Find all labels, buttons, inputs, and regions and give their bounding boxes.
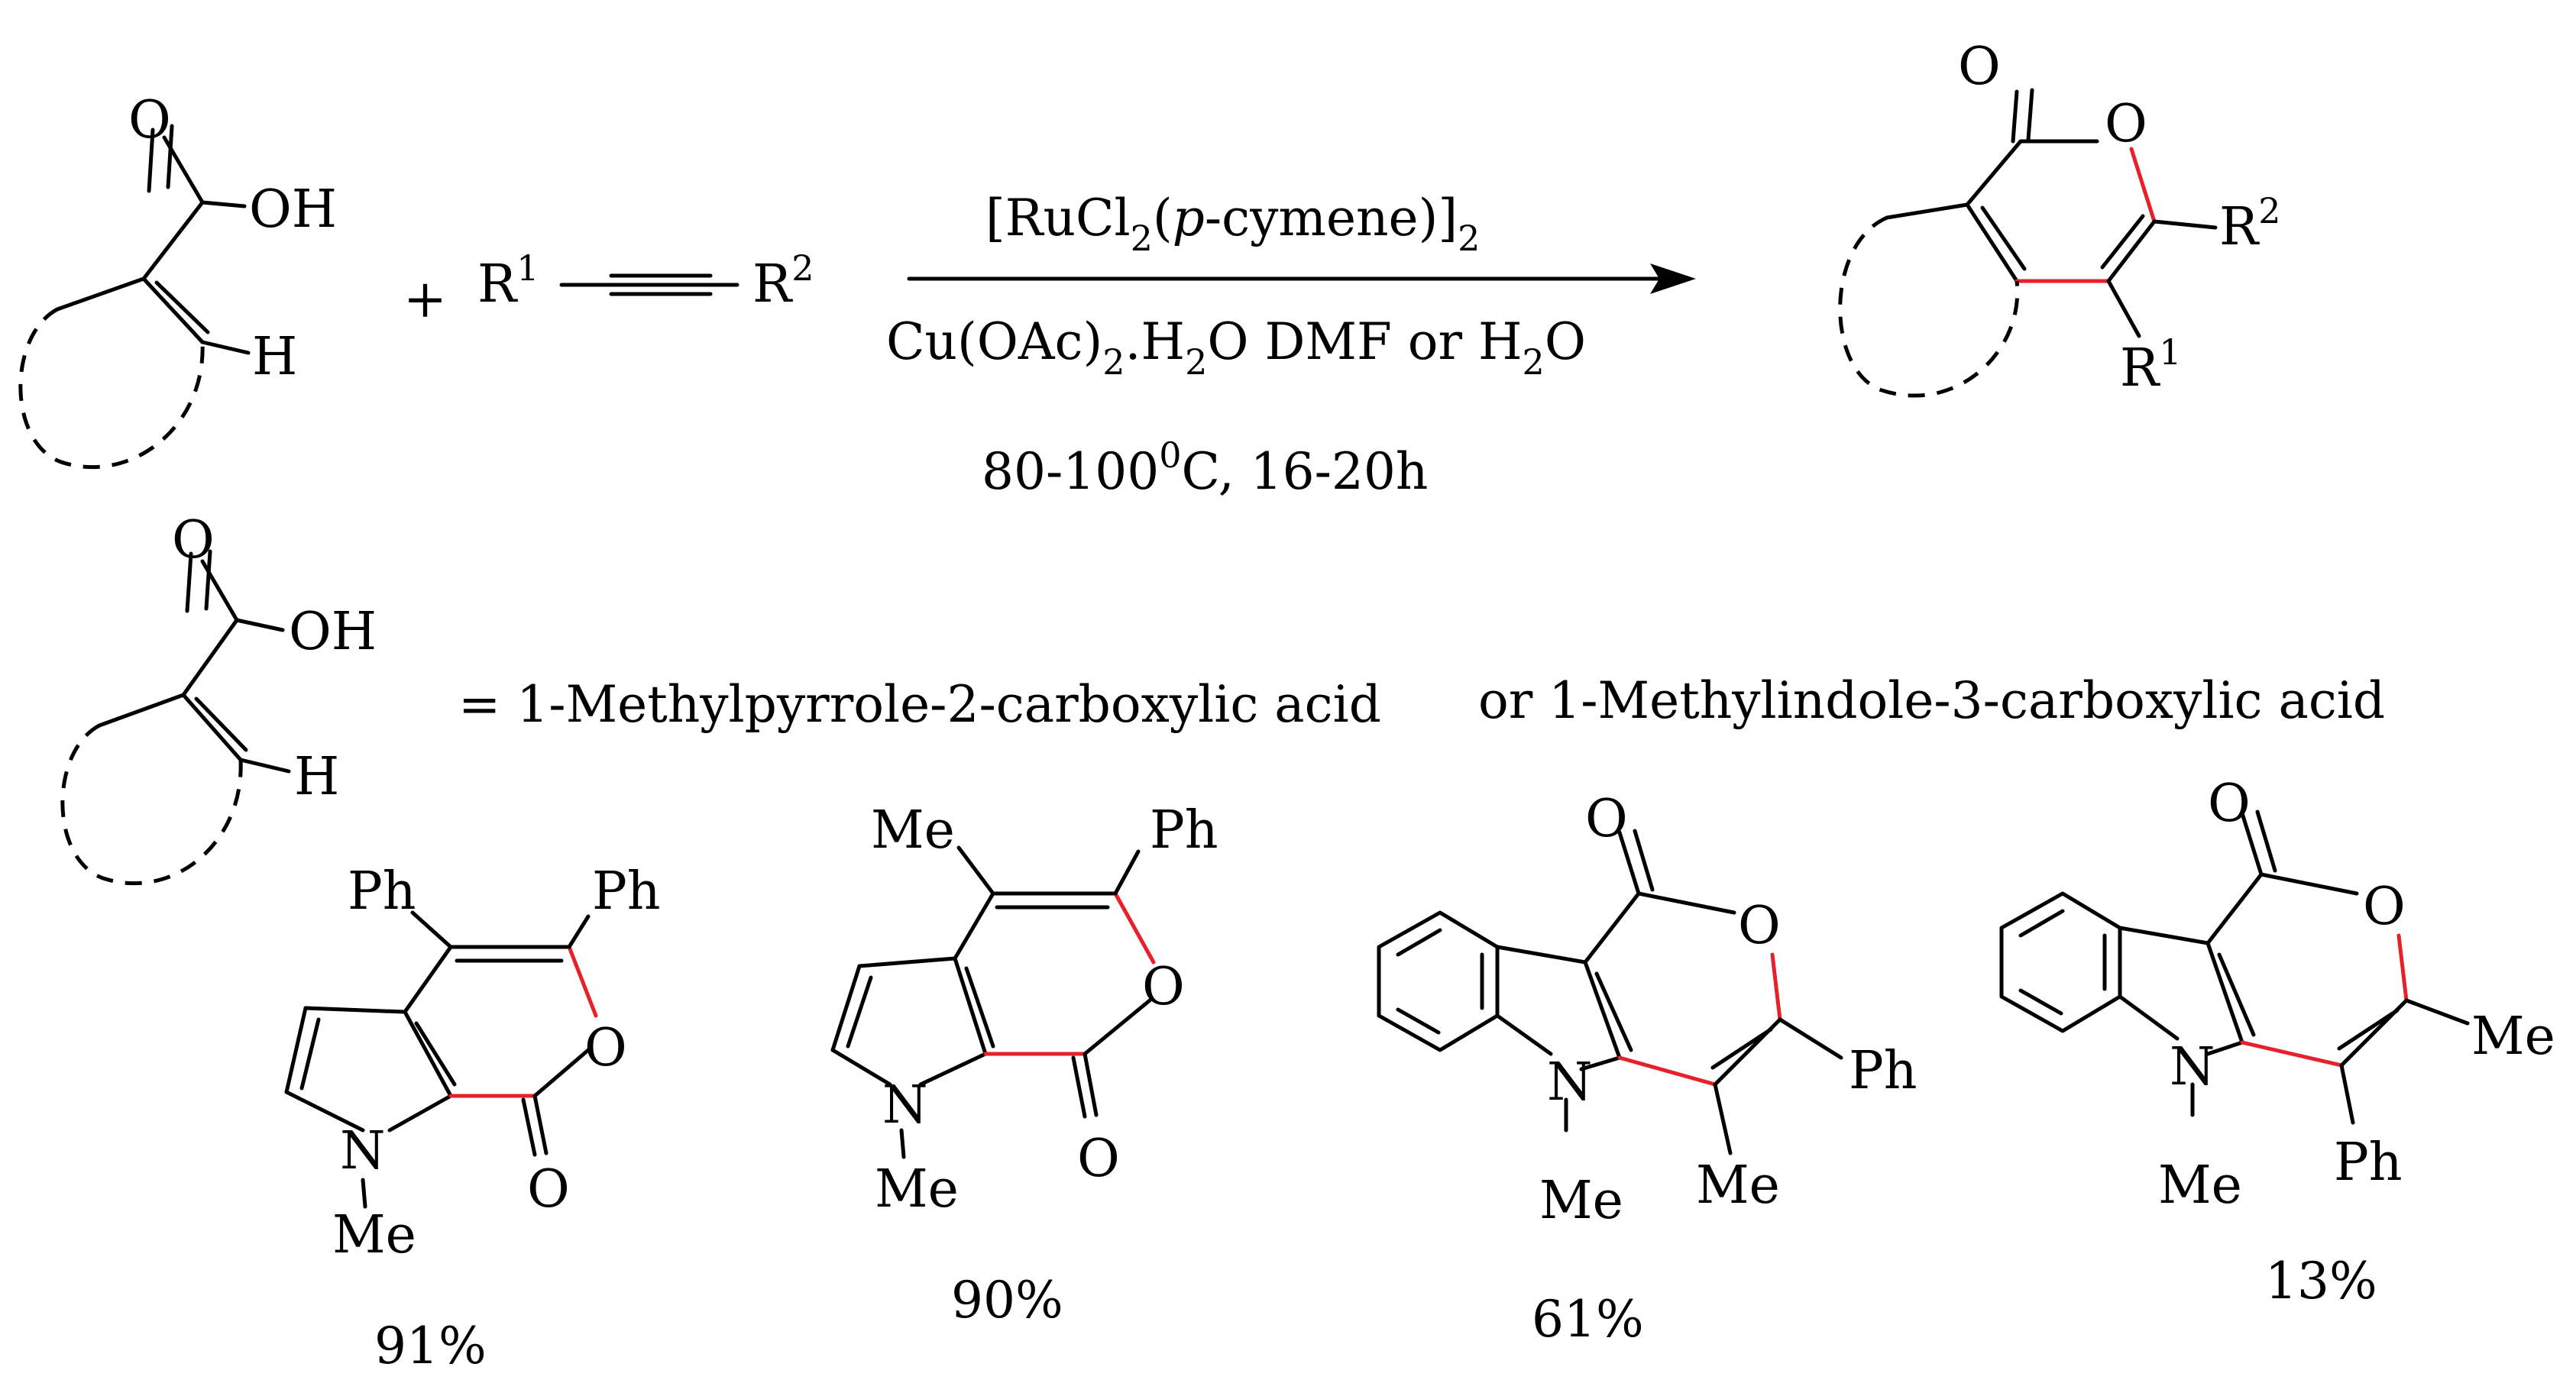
product-ring-O: O	[2105, 94, 2147, 154]
p2-N-Me: Me	[875, 1159, 959, 1220]
p1-ph-left: Ph	[348, 861, 416, 922]
product-1-structure: Ph Ph O N O Me	[284, 861, 661, 1265]
p3-N-Me: Me	[1539, 1171, 1623, 1231]
p4-ph: Ph	[2334, 1133, 2403, 1193]
reaction-arrow	[907, 263, 1696, 294]
p3-ring-O: O	[1738, 896, 1781, 956]
plus-sign: +	[403, 270, 447, 330]
p4-yield: 13%	[2265, 1252, 2377, 1310]
p4-ring-O: O	[2363, 877, 2406, 937]
product-carbonyl-O: O	[1958, 37, 2001, 97]
p4-me-c: Me	[2471, 1007, 2555, 1067]
atom-OH: OH	[249, 179, 337, 240]
product-4-structure: O O Me N Ph Me	[1999, 774, 2555, 1216]
legend-atom-O: O	[172, 510, 215, 570]
p2-atom-N: N	[882, 1075, 928, 1136]
product-2-structure: Me Ph O N O Me	[830, 800, 1218, 1220]
atom-H: H	[252, 327, 297, 387]
alkyne: R1 R2	[477, 247, 814, 315]
acid-legend-structure: O OH H	[60, 510, 377, 886]
p2-ring-O: O	[1142, 957, 1185, 1017]
p4-atom-N: N	[2170, 1037, 2215, 1097]
p2-yield: 90%	[951, 1271, 1063, 1330]
acid-definition-pyrrole: = 1-Methylpyrrole-2-carboxylic acid	[458, 675, 1381, 734]
p1-carbonyl-O: O	[527, 1159, 570, 1220]
legend-atom-H: H	[294, 747, 339, 807]
p2-carbonyl-O: O	[1077, 1129, 1120, 1189]
catalyst-text: [RuCl2(p-cymene)]2	[985, 189, 1480, 259]
p1-ph-right: Ph	[592, 861, 661, 922]
temperature-time-text: 80-1000C, 16-20h	[982, 435, 1428, 501]
atom-O: O	[128, 90, 171, 150]
alkyne-R1-label: R1	[477, 247, 539, 315]
p3-carbonyl-O: O	[1585, 789, 1628, 849]
p1-ring-O: O	[584, 1018, 627, 1078]
p1-N-Me: Me	[332, 1205, 416, 1265]
p4-N-Me: Me	[2158, 1155, 2242, 1216]
product-R1-label: R1	[2120, 331, 2181, 399]
product-R2-label: R2	[2219, 190, 2280, 257]
alkyne-R2-label: R2	[752, 247, 814, 315]
p3-yield: 61%	[1532, 1290, 1644, 1349]
p4-carbonyl-O: O	[2208, 774, 2251, 834]
starting-acid: O OH H	[18, 90, 337, 470]
general-product: O O R2 R1	[1838, 37, 2280, 399]
legend-atom-OH: OH	[289, 602, 377, 662]
acid-definition-indole: or 1-Methylindole-3-carboxylic acid	[1478, 671, 2385, 730]
p1-atom-N: N	[340, 1121, 386, 1181]
p2-me-top: Me	[871, 800, 955, 861]
p3-atom-N: N	[1547, 1052, 1593, 1113]
p3-ph: Ph	[1849, 1041, 1917, 1101]
p3-me-c: Me	[1696, 1155, 1780, 1216]
p2-ph-top: Ph	[1150, 800, 1218, 861]
p1-yield: 91%	[374, 1317, 487, 1375]
product-3-structure: O O Ph N Me Me	[1377, 789, 1917, 1231]
oxidant-solvent-text: Cu(OAc)2.H2O DMF or H2O	[886, 312, 1586, 383]
